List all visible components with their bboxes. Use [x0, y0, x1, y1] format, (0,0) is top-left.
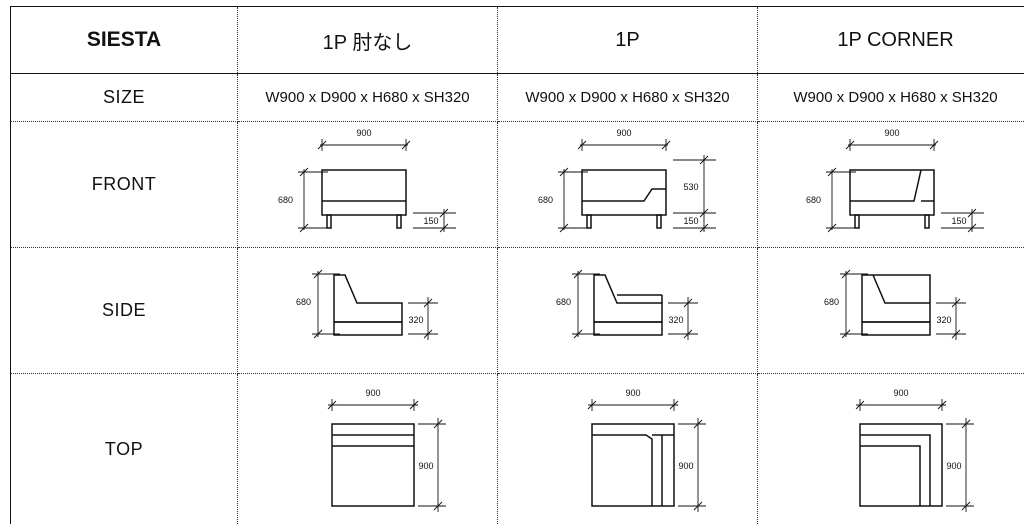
side-drawing-1p-no-arm: 680 320	[237, 247, 498, 374]
size-value-1p-no-arm: W900 x D900 x H680 x SH320	[237, 73, 498, 122]
dim-seat-label: 320	[408, 315, 423, 325]
header-row: SIESTA 1P 肘なし 1P 1P CORNER	[10, 6, 1024, 74]
spec-table: SIESTA 1P 肘なし 1P 1P CORNER SIZE W900 x D…	[10, 6, 1024, 524]
row-label-top: TOP	[10, 373, 238, 524]
front-drawing-1p: 900 680 530 150	[497, 121, 758, 248]
row-label-size: SIZE	[10, 73, 238, 122]
dim-leg-label: 150	[423, 216, 438, 226]
dim-width-label: 900	[365, 388, 380, 398]
dim-height-label: 680	[805, 195, 820, 205]
side-row: SIDE 680 320 680	[10, 247, 1024, 374]
row-label-front: FRONT	[10, 121, 238, 248]
dim-arm-label: 530	[683, 182, 698, 192]
dim-leg-label: 150	[683, 216, 698, 226]
dim-depth-label: 900	[418, 461, 433, 471]
top-drawing-1p-corner: 900 900	[757, 373, 1024, 524]
dim-width-label: 900	[625, 388, 640, 398]
column-header-1p-corner: 1P CORNER	[757, 6, 1024, 74]
product-title: SIESTA	[10, 6, 238, 74]
dim-width-label: 900	[893, 388, 908, 398]
front-row: FRONT 900 680 150	[10, 121, 1024, 248]
front-drawing-1p-corner: 900 680 150	[757, 121, 1024, 248]
column-header-1p: 1P	[497, 6, 758, 74]
column-header-1p-no-arm: 1P 肘なし	[237, 6, 498, 74]
side-drawing-1p: 680 320	[497, 247, 758, 374]
front-drawing-1p-no-arm: 900 680 150	[237, 121, 498, 248]
size-row: SIZE W900 x D900 x H680 x SH320 W900 x D…	[10, 73, 1024, 122]
dim-depth-label: 900	[678, 461, 693, 471]
dim-height-label: 680	[277, 195, 292, 205]
dim-height-label: 680	[823, 297, 838, 307]
dim-width-label: 900	[884, 128, 899, 138]
dim-width-label: 900	[616, 128, 631, 138]
dim-width-label: 900	[356, 128, 371, 138]
top-drawing-1p-no-arm: 900 900	[237, 373, 498, 524]
dim-height-label: 680	[555, 297, 570, 307]
dim-leg-label: 150	[951, 216, 966, 226]
size-value-1p-corner: W900 x D900 x H680 x SH320	[757, 73, 1024, 122]
side-drawing-1p-corner: 680 320	[757, 247, 1024, 374]
dim-height-label: 680	[295, 297, 310, 307]
dim-seat-label: 320	[668, 315, 683, 325]
size-value-1p: W900 x D900 x H680 x SH320	[497, 73, 758, 122]
row-label-side: SIDE	[10, 247, 238, 374]
top-drawing-1p: 900 900	[497, 373, 758, 524]
dim-seat-label: 320	[936, 315, 951, 325]
dim-depth-label: 900	[946, 461, 961, 471]
top-row: TOP 900 900 900	[10, 373, 1024, 524]
dim-height-label: 680	[537, 195, 552, 205]
